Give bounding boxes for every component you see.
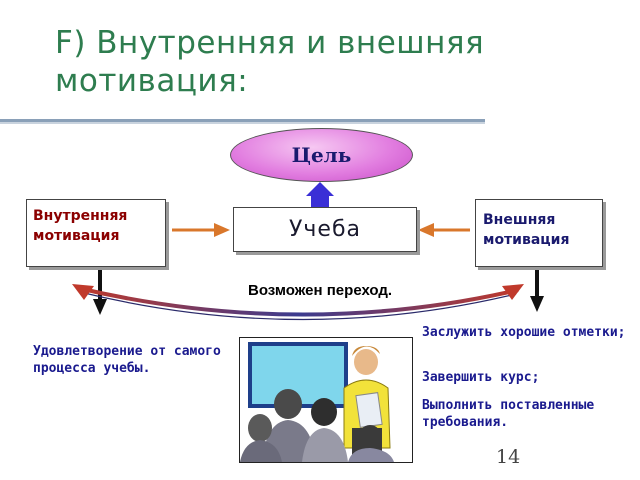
extrinsic-note-1: Заслужить хорошие отметки; [422,325,626,340]
goal-node: Цель [230,128,413,182]
arrow-up-to-goal [306,182,334,207]
intrinsic-motivation-box: Внутренняя мотивация [26,199,166,267]
slide-title: F) Внутренняя и внешняя мотивация: [55,25,485,99]
extrinsic-note-3: Выполнить поставленные требования. [422,398,595,430]
teacher-students-illustration [239,337,413,463]
transition-curve-head-left [72,284,94,300]
arrow-down-right [530,268,544,312]
arrow-down-left [93,270,107,315]
arrow-left-to-center [172,223,230,237]
extrinsic-motivation-box: Внешняя мотивация [475,199,603,267]
intrinsic-note: Удовлетворение от самого процесса учебы. [33,344,221,376]
page-number: 14 [496,446,521,468]
arrow-right-to-center [418,223,470,237]
extrinsic-note-2: Завершить курс; [422,370,540,385]
title-divider [0,119,485,122]
transition-label: Возможен переход. [248,282,393,299]
transition-curve-head-right [502,284,524,300]
study-node: Учеба [233,207,417,252]
title-divider-shadow [0,122,485,124]
transition-curve [77,286,519,317]
